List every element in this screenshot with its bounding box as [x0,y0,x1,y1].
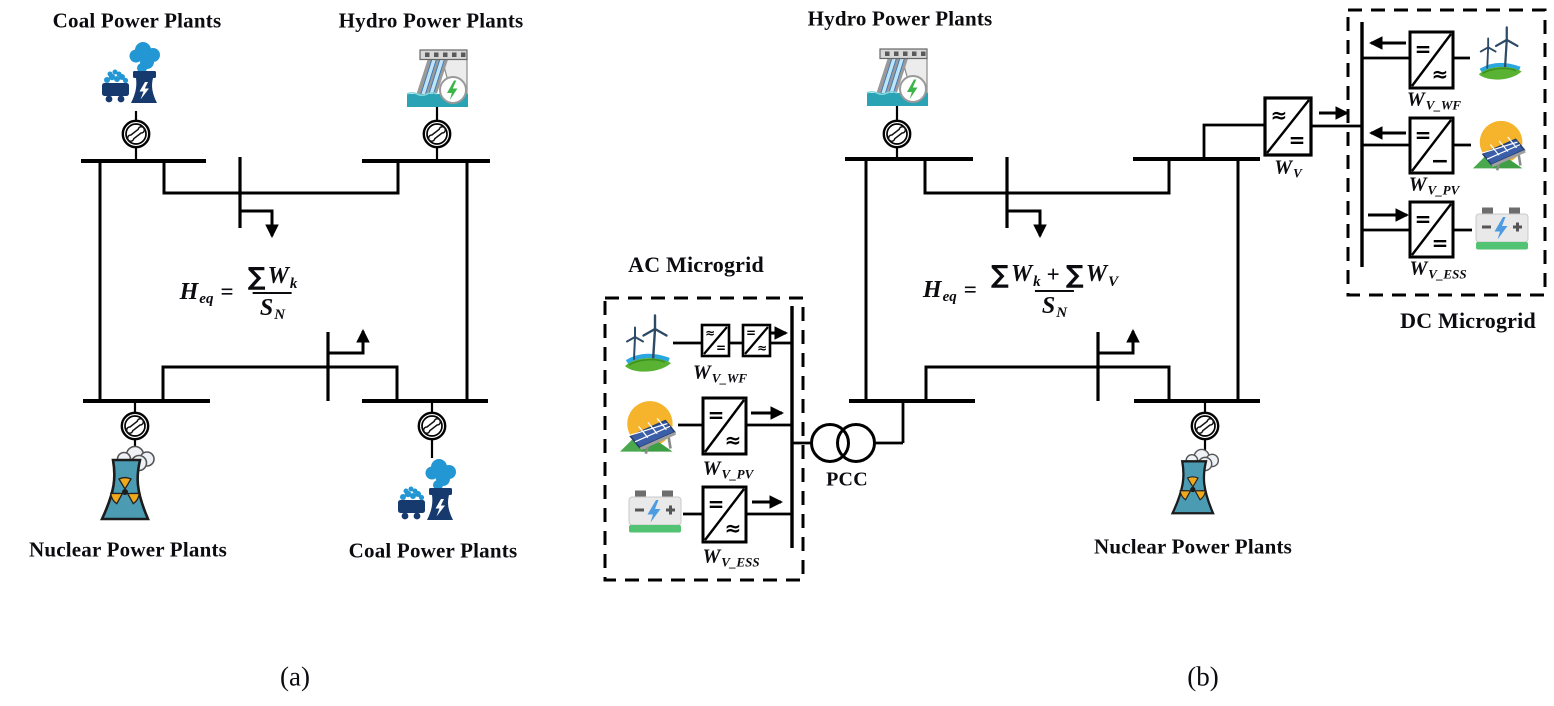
converter-dc-ac: = ≈ [701,485,748,544]
converter-dc-ac: = ≈ [701,396,748,456]
svg-text:=: = [1415,37,1432,61]
converter-label-ac-wf: WV_WF [692,361,748,386]
converter-dc-ac: = ≈ [741,323,772,358]
nuclear-plant-icon [100,445,156,521]
svg-text:≈: ≈ [705,326,715,340]
nuclear-plant-icon [1171,448,1220,515]
generator-leads [895,106,1207,451]
transmission-lines [864,159,1240,403]
label-pcc: PCC [826,468,868,491]
generator-icon [882,119,912,149]
converter-label-ac-ess: WV_ESS [702,545,760,570]
svg-text:=: = [1432,231,1449,255]
svg-text:=: = [1415,207,1432,231]
transformer-icon [810,423,876,463]
dc-microgrid-wires [1362,56,1472,232]
load-bus-ticks [1005,157,1100,401]
generator-icon [422,119,452,149]
hydro-plant-icon [867,49,928,106]
coal-plant-icon [398,459,456,520]
coal-plant-icon [102,42,160,103]
label-hydro-plants-a: Hydro Power Plants [338,8,524,33]
svg-text:=: = [708,403,725,427]
solar-pv-icon [1469,119,1528,172]
hydro-plant-icon [407,50,468,107]
svg-text:≈: ≈ [725,428,742,452]
load-arrow-icon [240,209,279,239]
svg-text:=: = [716,341,726,355]
generator-leads [133,106,439,458]
converter-dc-dc: = − [1408,116,1455,175]
pcc-leads [792,403,905,445]
dc-microgrid-border [1346,8,1547,297]
converter-label-ac-pv: WV_PV [702,457,754,482]
ac-microgrid-box [603,296,805,582]
converter-label-wv: WV [1274,156,1302,181]
label-dc-microgrid: DC Microgrid [1400,308,1536,333]
caption-b: (b) [1187,661,1219,692]
generator-icon [417,411,447,441]
generator-icon [121,119,151,149]
generator-icon [120,411,150,441]
load-arrow-icon [1007,209,1047,239]
label-coal-plants-top-a: Coal Power Plants [52,8,222,33]
caption-a: (a) [280,661,310,692]
label-nuclear-plants-b: Nuclear Power Plants [1093,534,1293,559]
panel-a-grid [81,106,490,458]
transmission-lines [98,159,469,403]
label-coal-plants-bottom-a: Coal Power Plants [348,538,518,563]
label-hydro-plants-b: Hydro Power Plants [807,6,993,31]
bus-bars [81,159,490,403]
svg-text:≈: ≈ [1271,103,1288,127]
bus-bars [845,157,1260,403]
converter-label-dc-wf: WV_WF [1406,88,1462,113]
converter-dc-dc: = = [1408,200,1455,259]
svg-text:−: − [1431,149,1449,174]
svg-text:=: = [746,326,756,340]
svg-text:=: = [1289,128,1306,152]
svg-text:≈: ≈ [1432,62,1449,86]
ac-microgrid-border [603,296,805,582]
load-arrow-icon [1098,328,1140,355]
label-nuclear-plants-a: Nuclear Power Plants [28,537,228,562]
ac-microgrid-wires [673,341,792,516]
generator-icon [1190,411,1220,441]
panel-b-grid [792,106,1362,451]
svg-text:=: = [708,492,725,516]
converter-dc-ac: = ≈ [1408,30,1455,90]
converter-ac-dc: ≈ = [700,323,731,358]
svg-text:≈: ≈ [757,341,767,355]
svg-text:≈: ≈ [725,516,742,540]
dc-microgrid-box [1346,8,1547,297]
load-bus-ticks [238,157,330,401]
load-arrow-icon [328,328,370,355]
battery-storage-icon [1475,207,1529,250]
wind-farm-icon [625,316,671,372]
svg-text:=: = [1415,123,1432,147]
battery-storage-icon [628,490,682,533]
solar-pv-icon [616,399,678,455]
converter-label-dc-ess: WV_ESS [1409,257,1467,282]
converter-label-dc-pv: WV_PV [1408,173,1460,198]
converter-ac-dc-interlink: ≈ = [1263,96,1313,157]
label-ac-microgrid: AC Microgrid [628,252,764,277]
wind-farm-icon [1479,27,1522,79]
